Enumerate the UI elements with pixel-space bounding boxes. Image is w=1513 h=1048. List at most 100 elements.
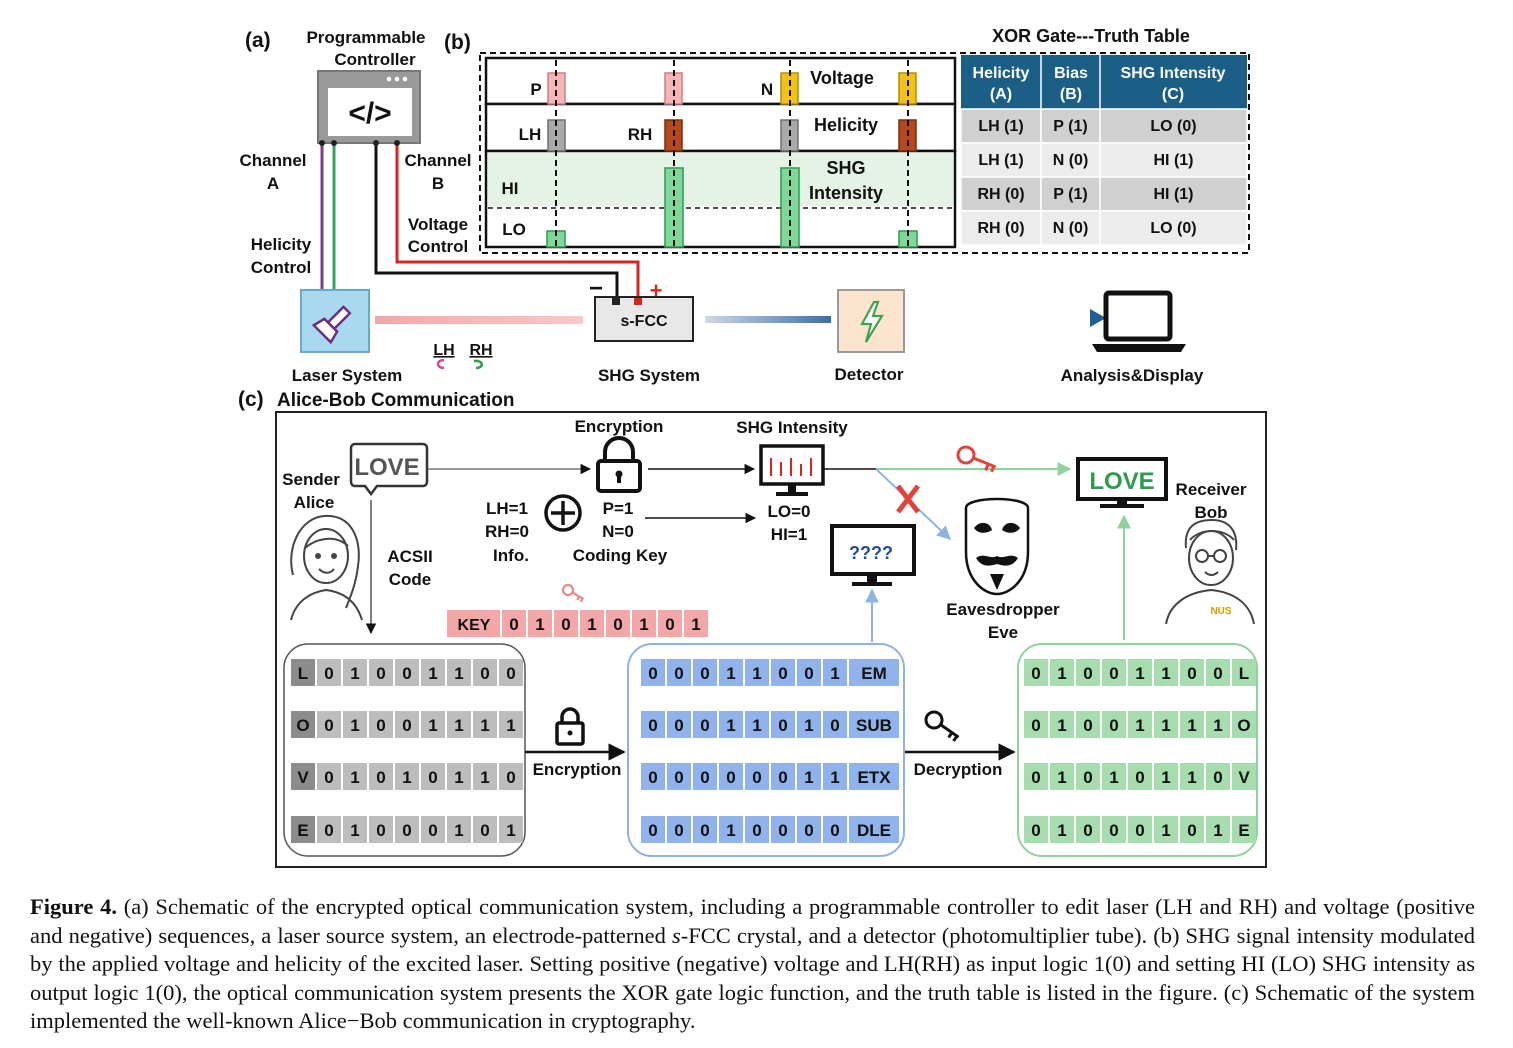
bit-cell [667, 816, 691, 843]
panel-c: (c) Alice-Bob Communication Sender Alice… [238, 388, 1267, 868]
key-bit: 0 [561, 615, 570, 634]
bit-value: 0 [1031, 716, 1040, 735]
bit-cell [1024, 659, 1048, 686]
controller-wires [319, 140, 640, 300]
bit-value: 1 [454, 664, 463, 683]
header-shg-sub: (C) [1162, 86, 1184, 103]
caption-text-1: (a) Schematic of the encrypted optical c… [30, 894, 1476, 948]
pulse-label-lh: LH [519, 125, 542, 144]
shg-band [488, 153, 953, 206]
truth-table-cell [960, 210, 1042, 246]
row-char: O [296, 716, 309, 735]
hi-equation: HI=1 [771, 525, 807, 544]
end-cell [1232, 711, 1256, 738]
bit-value: 1 [454, 716, 463, 735]
caption-italic: s [671, 922, 681, 948]
bit-value: 0 [480, 821, 489, 840]
bit-cell [641, 763, 665, 790]
bit-value: 1 [1187, 768, 1196, 787]
bit-cell [473, 763, 497, 790]
truth-table-cell [1099, 108, 1248, 144]
xor-plus-icon [544, 494, 582, 532]
lightning-icon [837, 289, 905, 353]
key-bit-cell [658, 610, 682, 637]
row-char: L [298, 664, 308, 683]
bit-value: 0 [1109, 664, 1118, 683]
row-end-label: EM [861, 664, 887, 683]
level-label-lo: LO [502, 220, 526, 239]
bit-value: 0 [1083, 768, 1092, 787]
panel-c-label: (c) [238, 388, 264, 411]
bit-value: 0 [324, 664, 333, 683]
eavesdropper-mask-icon [964, 497, 1030, 596]
bit-cell [343, 816, 367, 843]
bit-value: 1 [1135, 716, 1144, 735]
blocked-icon [896, 484, 920, 514]
bit-cell [421, 711, 445, 738]
bit-value: 0 [480, 664, 489, 683]
info-label: Info. [493, 546, 529, 565]
bit-cell [1050, 763, 1074, 790]
bit-value: 0 [778, 768, 787, 787]
truth-table-header [961, 55, 1247, 109]
level-label-hi: HI [502, 179, 519, 198]
voltage-control-label-2: Control [408, 237, 468, 256]
bit-cell [1076, 816, 1100, 843]
bit-cell [1050, 659, 1074, 686]
row-end-label: O [1237, 716, 1250, 735]
controller-title-2: Controller [334, 50, 416, 69]
bit-cell [447, 763, 471, 790]
lo-equation: LO=0 [768, 502, 811, 521]
bit-value: 0 [506, 768, 515, 787]
bit-value: 1 [428, 664, 437, 683]
minus-sign: − [589, 275, 603, 302]
bit-cell [1154, 659, 1178, 686]
bit-value: 0 [1213, 664, 1222, 683]
bit-cell [1206, 659, 1230, 686]
bit-value: 0 [1109, 716, 1118, 735]
bit-value: 0 [1109, 821, 1118, 840]
truth-table-cell [1099, 176, 1248, 212]
lh-equation: LH=1 [486, 499, 528, 518]
truth-table-cell [1099, 142, 1248, 178]
bit-cell [369, 711, 393, 738]
bit-cell [447, 659, 471, 686]
bit-value: 0 [376, 768, 385, 787]
bit-value: 0 [324, 821, 333, 840]
bit-cell [823, 816, 847, 843]
bit-cell [343, 711, 367, 738]
row-end-label: ETX [857, 768, 891, 787]
bit-cell [473, 659, 497, 686]
bit-cell [1102, 659, 1126, 686]
bit-cell [745, 659, 769, 686]
bit-cell [317, 659, 341, 686]
bit-value: 0 [804, 821, 813, 840]
bit-cell [641, 816, 665, 843]
bit-value: 0 [830, 821, 839, 840]
truth-table: XOR Gate---Truth Table Helicity (A) Bias… [960, 26, 1248, 246]
coding-key-label: Coding Key [573, 546, 668, 565]
bit-cell [771, 711, 795, 738]
laser-beam [375, 316, 583, 324]
bit-cell [797, 763, 821, 790]
bit-value: 0 [1083, 716, 1092, 735]
bit-value: 1 [1161, 768, 1170, 787]
key-bit-cell [528, 610, 552, 637]
flashlight-icon [300, 289, 370, 353]
bit-cell [1050, 711, 1074, 738]
bit-value: 0 [402, 821, 411, 840]
shg-row-label: SHG [826, 158, 865, 178]
bit-cell [745, 763, 769, 790]
bit-value: 0 [726, 768, 735, 787]
bit-cell [1076, 711, 1100, 738]
rh-arrow [473, 359, 483, 370]
row-end-label: V [1238, 768, 1250, 787]
shg-system-label: SHG System [598, 366, 700, 385]
analysis-display-label: Analysis&Display [1061, 366, 1204, 385]
truth-table-cell-text: LH (1) [978, 118, 1023, 135]
bit-cell [395, 659, 419, 686]
bit-value: 0 [376, 821, 385, 840]
bit-cell [1050, 816, 1074, 843]
